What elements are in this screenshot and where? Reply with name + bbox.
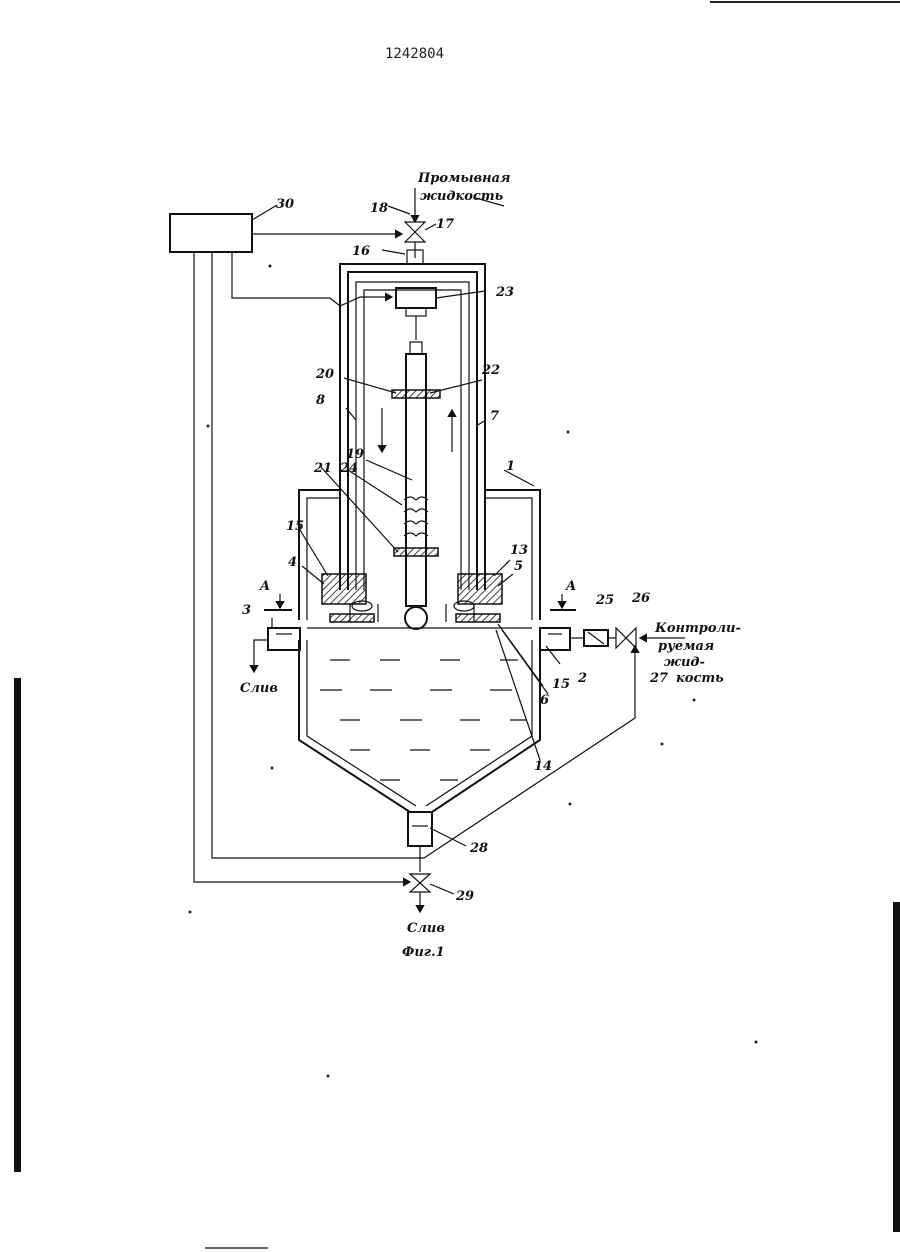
drain-side-label: Слив: [240, 681, 278, 696]
drain-bottom-label: Слив: [407, 921, 445, 936]
figure-caption: Фиг.1: [402, 945, 445, 960]
tube-housing: [340, 264, 485, 590]
controlled-liquid-label-4: кость: [676, 671, 724, 686]
section-mark-left: A: [258, 579, 270, 594]
seal-blocks: [322, 574, 502, 622]
callout-25: 25: [595, 593, 614, 608]
section-mark-right: A: [564, 579, 576, 594]
callout-14: 14: [534, 759, 552, 774]
callout-24: 24: [339, 461, 358, 476]
callout-13: 13: [510, 543, 528, 558]
callout-23: 23: [495, 285, 514, 300]
callout-29: 29: [455, 889, 474, 904]
controlled-liquid-label-2: руемая: [658, 639, 714, 654]
control-unit: [170, 214, 252, 252]
callout-26: 26: [631, 591, 650, 606]
controlled-liquid-label-3: жид-: [664, 655, 705, 670]
callout-18: 18: [370, 201, 388, 216]
callout-22: 22: [481, 363, 500, 378]
wash-liquid-label-1: Промывная: [417, 171, 510, 186]
callout-17: 17: [436, 217, 454, 232]
callout-27: 27: [649, 671, 668, 686]
callout-20: 20: [315, 367, 334, 382]
callout-6: 6: [540, 693, 549, 708]
side-pipes: [254, 628, 570, 672]
callout-19: 19: [346, 447, 364, 462]
callout-4: 4: [288, 555, 297, 570]
callout-3: 3: [242, 603, 251, 618]
callout-1: 1: [506, 459, 515, 474]
bottom-valve: [410, 874, 430, 912]
controlled-liquid-label-1: Контроли-: [654, 621, 741, 636]
drive-unit: [396, 288, 436, 340]
scan-dots: [189, 265, 758, 1078]
rod: [382, 342, 452, 629]
callout-15-bottom: 15: [552, 677, 570, 692]
callout-numbers: 30 18 17 16 23 20 22 8 7 19 1 21 24 15 4…: [242, 197, 668, 904]
callout-2: 2: [577, 671, 587, 686]
callout-21: 21: [313, 461, 332, 476]
callout-5: 5: [514, 559, 523, 574]
callout-30: 30: [276, 197, 294, 212]
control-lines: [194, 234, 635, 882]
wash-liquid-label-2: жидкость: [420, 189, 504, 204]
callout-8: 8: [316, 393, 325, 408]
callout-28: 28: [469, 841, 488, 856]
callout-7: 7: [490, 409, 499, 424]
callout-16: 16: [352, 244, 370, 259]
callout-15-top: 15: [286, 519, 304, 534]
document-number: 1242804: [385, 46, 444, 62]
